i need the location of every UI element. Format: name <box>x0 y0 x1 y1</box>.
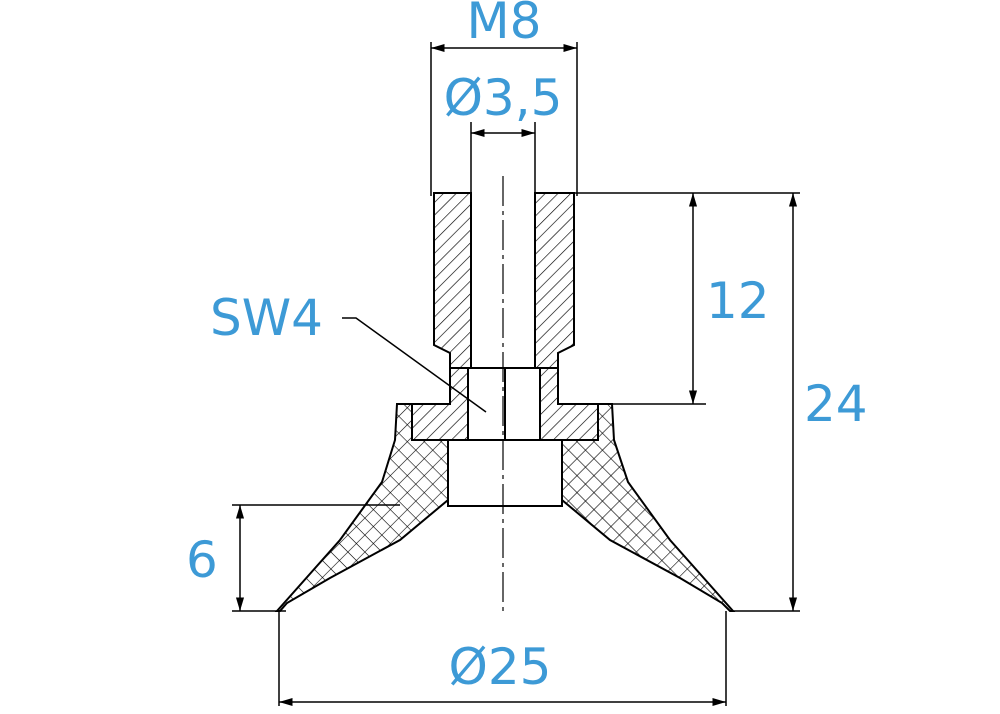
wrench-size-label: SW4 <box>210 289 323 347</box>
lip-height-label: 6 <box>186 531 218 589</box>
dimension-lines <box>232 42 800 707</box>
bore-label: Ø3,5 <box>444 69 563 127</box>
thread-label: M8 <box>467 0 542 50</box>
dimension-labels: M8 Ø3,5 SW4 12 24 6 Ø25 <box>186 0 868 696</box>
total-height-label: 24 <box>804 375 868 433</box>
cup-diameter-label: Ø25 <box>449 638 552 696</box>
cup-cavity <box>447 439 563 507</box>
hex-right <box>539 367 599 441</box>
stud-right-wall <box>534 192 575 369</box>
part-section <box>274 176 736 612</box>
thread-length-label: 12 <box>706 272 770 330</box>
stud-left-wall <box>433 192 472 369</box>
